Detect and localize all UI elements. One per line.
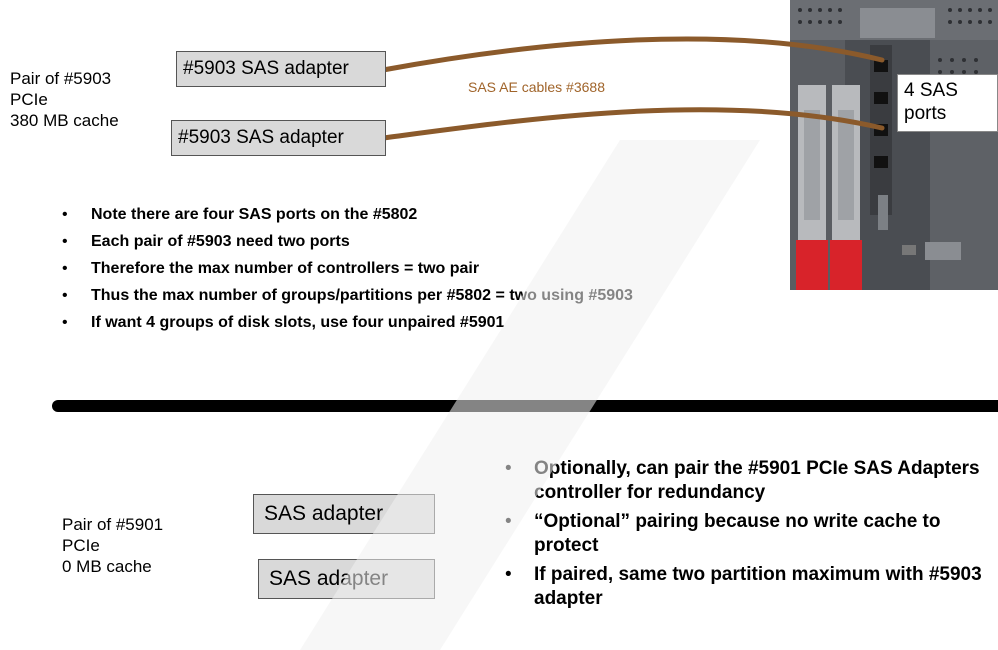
section-divider — [52, 400, 998, 412]
ports-callout: 4 SAS ports — [897, 74, 998, 132]
top-adapter-2: #5903 SAS adapter — [171, 120, 386, 156]
sas-cable-2 — [380, 107, 885, 141]
bottom-pair-label-line3: 0 MB cache — [62, 557, 152, 576]
top-bullets: Note there are four SAS ports on the #58… — [62, 205, 752, 340]
bottom-pair-label-line1: Pair of #5901 — [62, 515, 164, 534]
sas-cable-1 — [380, 36, 885, 73]
sas-cables — [380, 36, 885, 141]
bottom-adapter-2: SAS adapter — [258, 559, 435, 599]
bottom-bullet-2: “Optional” pairing because no write cach… — [505, 510, 974, 558]
bottom-pair-label: Pair of #5901 PCIe 0 MB cache — [62, 514, 222, 577]
top-bullet-3: Therefore the max number of controllers … — [62, 259, 752, 279]
top-bullet-1: Note there are four SAS ports on the #58… — [62, 205, 752, 225]
top-adapter-1: #5903 SAS adapter — [176, 51, 386, 87]
bottom-adapter-1: SAS adapter — [253, 494, 435, 534]
top-bullet-5: If want 4 groups of disk slots, use four… — [62, 313, 752, 333]
top-bullet-2: Each pair of #5903 need two ports — [62, 232, 752, 252]
top-bullet-4: Thus the max number of groups/partitions… — [62, 286, 751, 306]
bottom-bullets: Optionally, can pair the #5901 PCIe SAS … — [505, 457, 998, 616]
bottom-bullet-1: Optionally, can pair the #5901 PCIe SAS … — [505, 457, 998, 505]
bottom-pair-label-line2: PCIe — [62, 536, 100, 555]
ports-callout-line2: ports — [904, 103, 947, 124]
top-pair-label-line2: PCIe — [10, 90, 48, 109]
top-pair-label-line3: 380 MB cache — [10, 111, 119, 130]
expansion-drawer-photo — [790, 0, 998, 290]
cable-label: SAS AE cables #3688 — [468, 79, 605, 95]
top-pair-label-line1: Pair of #5903 — [10, 69, 112, 88]
top-pair-label: Pair of #5903 PCIe 380 MB cache — [10, 68, 160, 131]
bottom-bullet-3: If paired, same two partition maximum wi… — [505, 563, 998, 611]
ports-callout-line1: 4 SAS — [904, 80, 958, 101]
